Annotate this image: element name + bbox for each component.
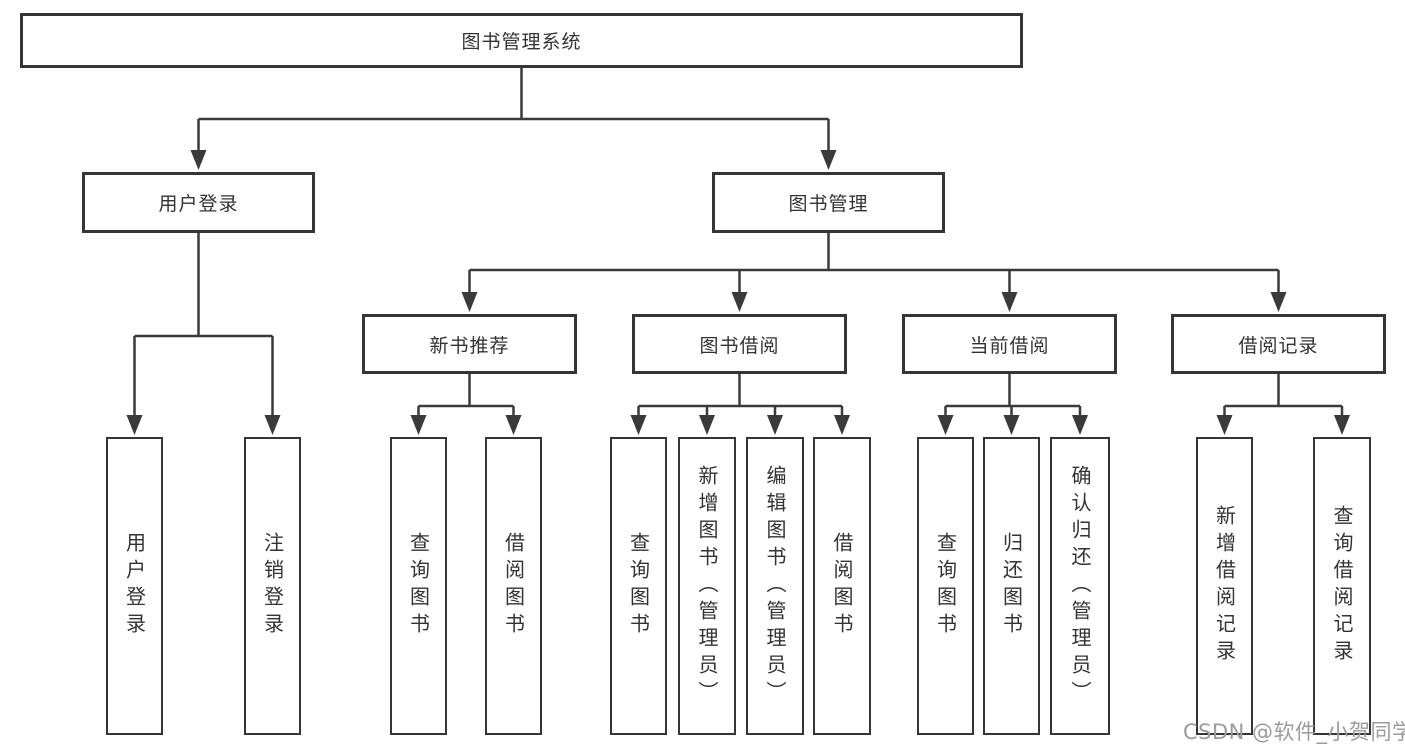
node-new-book-recommend-label: 新书推荐 xyxy=(429,334,510,357)
leaf-newbooks-borrow-books-label: 借阅图书 xyxy=(501,532,526,640)
node-borrowing-records-label: 借阅记录 xyxy=(1238,334,1319,357)
leaf-current-return-books-label: 归还图书 xyxy=(999,532,1024,640)
leaf-records-query-record: 查询借阅记录 xyxy=(1313,437,1371,735)
leaf-newbooks-query-books-label: 查询图书 xyxy=(406,532,431,640)
node-current-borrowing-label: 当前借阅 xyxy=(969,334,1050,357)
leaf-borrowing-edit-books-admin-label: 编辑图书（管理员） xyxy=(763,464,787,708)
leaf-borrowing-add-books-admin: 新增图书（管理员） xyxy=(678,437,736,735)
leaf-current-confirm-return-admin-label: 确认归还（管理员） xyxy=(1068,464,1092,708)
leaf-newbooks-borrow-books: 借阅图书 xyxy=(485,437,542,735)
node-borrowing-records: 借阅记录 xyxy=(1171,314,1386,374)
leaf-records-add-record: 新增借阅记录 xyxy=(1196,437,1253,735)
leaf-borrowing-borrow-books: 借阅图书 xyxy=(813,437,871,735)
node-root-label: 图书管理系统 xyxy=(461,31,582,53)
node-book-borrowing: 图书借阅 xyxy=(632,314,847,374)
leaf-newbooks-query-books: 查询图书 xyxy=(390,437,447,735)
leaf-records-add-record-label: 新增借阅记录 xyxy=(1212,505,1237,667)
leaf-borrowing-borrow-books-label: 借阅图书 xyxy=(830,532,854,640)
node-root-system: 图书管理系统 xyxy=(20,13,1023,68)
node-user-login: 用户登录 xyxy=(82,172,315,233)
leaf-borrowing-query-books-label: 查询图书 xyxy=(626,532,651,640)
leaf-logout-label: 注销登录 xyxy=(260,532,285,640)
leaf-current-query-books: 查询图书 xyxy=(917,437,974,735)
node-new-book-recommend: 新书推荐 xyxy=(362,314,577,374)
node-book-management-label: 图书管理 xyxy=(788,193,869,215)
node-current-borrowing: 当前借阅 xyxy=(902,314,1117,374)
leaf-user-login: 用户登录 xyxy=(106,437,163,735)
leaf-current-confirm-return-admin: 确认归还（管理员） xyxy=(1050,437,1110,735)
node-user-login-label: 用户登录 xyxy=(158,193,239,215)
leaf-borrowing-add-books-admin-label: 新增图书（管理员） xyxy=(695,464,719,708)
leaf-current-query-books-label: 查询图书 xyxy=(933,532,958,640)
leaf-records-query-record-label: 查询借阅记录 xyxy=(1330,505,1354,667)
leaf-borrowing-query-books: 查询图书 xyxy=(610,437,667,735)
leaf-borrowing-edit-books-admin: 编辑图书（管理员） xyxy=(746,437,804,735)
leaf-current-return-books: 归还图书 xyxy=(983,437,1040,735)
csdn-watermark: CSDN @软件_小贺同学 xyxy=(1183,720,1405,744)
leaf-logout: 注销登录 xyxy=(244,437,301,735)
node-book-borrowing-label: 图书借阅 xyxy=(699,334,780,357)
node-book-management: 图书管理 xyxy=(712,172,945,233)
leaf-user-login-label: 用户登录 xyxy=(122,532,147,640)
